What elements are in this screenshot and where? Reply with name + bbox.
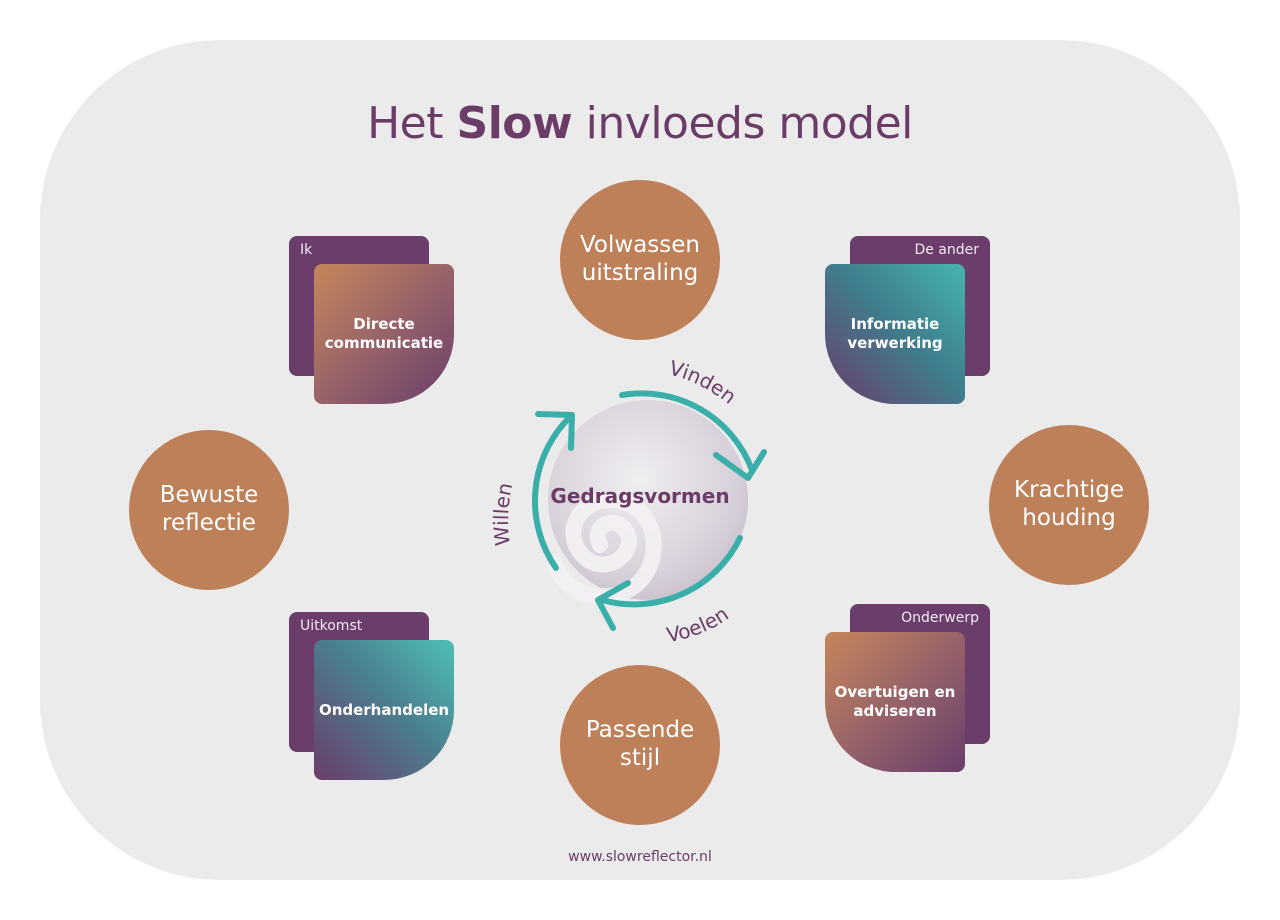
- card-label: Directe communicatie: [324, 315, 444, 352]
- page-title: Het Slow invloeds model: [367, 98, 913, 149]
- circle-label: Passende stijl: [585, 717, 695, 771]
- circle-krachtige-houding: Krachtige houding: [989, 425, 1149, 585]
- card-label: Overtuigen en adviseren: [834, 683, 956, 720]
- circle-passende-stijl: Passende stijl: [560, 665, 720, 825]
- arrowhead-willen-icon: [535, 411, 575, 451]
- label-willen: Willen: [489, 481, 517, 547]
- card-de-ander: De ander Informatie verwerking: [825, 236, 990, 404]
- card-front: Onderhandelen: [314, 640, 454, 780]
- card-corner-label: Ik: [300, 242, 313, 258]
- arrow-willen: [532, 412, 575, 571]
- circle-volwassen-uitstraling: Volwassen uitstraling: [560, 180, 720, 340]
- card-front: Directe communicatie: [314, 264, 454, 404]
- card-label: Informatie verwerking: [847, 315, 943, 352]
- arrowhead-voelen-icon: [595, 580, 631, 631]
- arrowhead-vinden-icon: [713, 449, 767, 481]
- card-onderwerp: Onderwerp Overtuigen en adviseren: [825, 604, 990, 772]
- circle-label: Krachtige houding: [1013, 477, 1124, 531]
- arrow-vinden: [619, 390, 755, 473]
- card-label: Onderhandelen: [318, 700, 450, 719]
- circle-label: Bewuste reflectie: [159, 482, 259, 536]
- card-corner-label: Onderwerp: [901, 610, 979, 626]
- card-corner-label: Uitkomst: [300, 618, 363, 634]
- circle-label: Volwassen uitstraling: [579, 232, 700, 286]
- card-front: Overtuigen en adviseren: [825, 632, 965, 772]
- card-front: Informatie verwerking: [825, 264, 965, 404]
- card-uitkomst: Uitkomst Onderhandelen: [289, 612, 454, 780]
- arrow-voelen: [599, 535, 743, 608]
- circle-bewuste-reflectie: Bewuste reflectie: [129, 430, 289, 590]
- card-corner-label: De ander: [914, 242, 979, 258]
- center-label: Gedragsvormen: [550, 484, 730, 508]
- label-voelen: Voelen: [665, 602, 733, 648]
- footer-url[interactable]: www.slowreflector.nl: [568, 849, 712, 865]
- swirl-icon: [547, 491, 662, 605]
- card-ik: Ik Directe communicatie: [289, 236, 454, 404]
